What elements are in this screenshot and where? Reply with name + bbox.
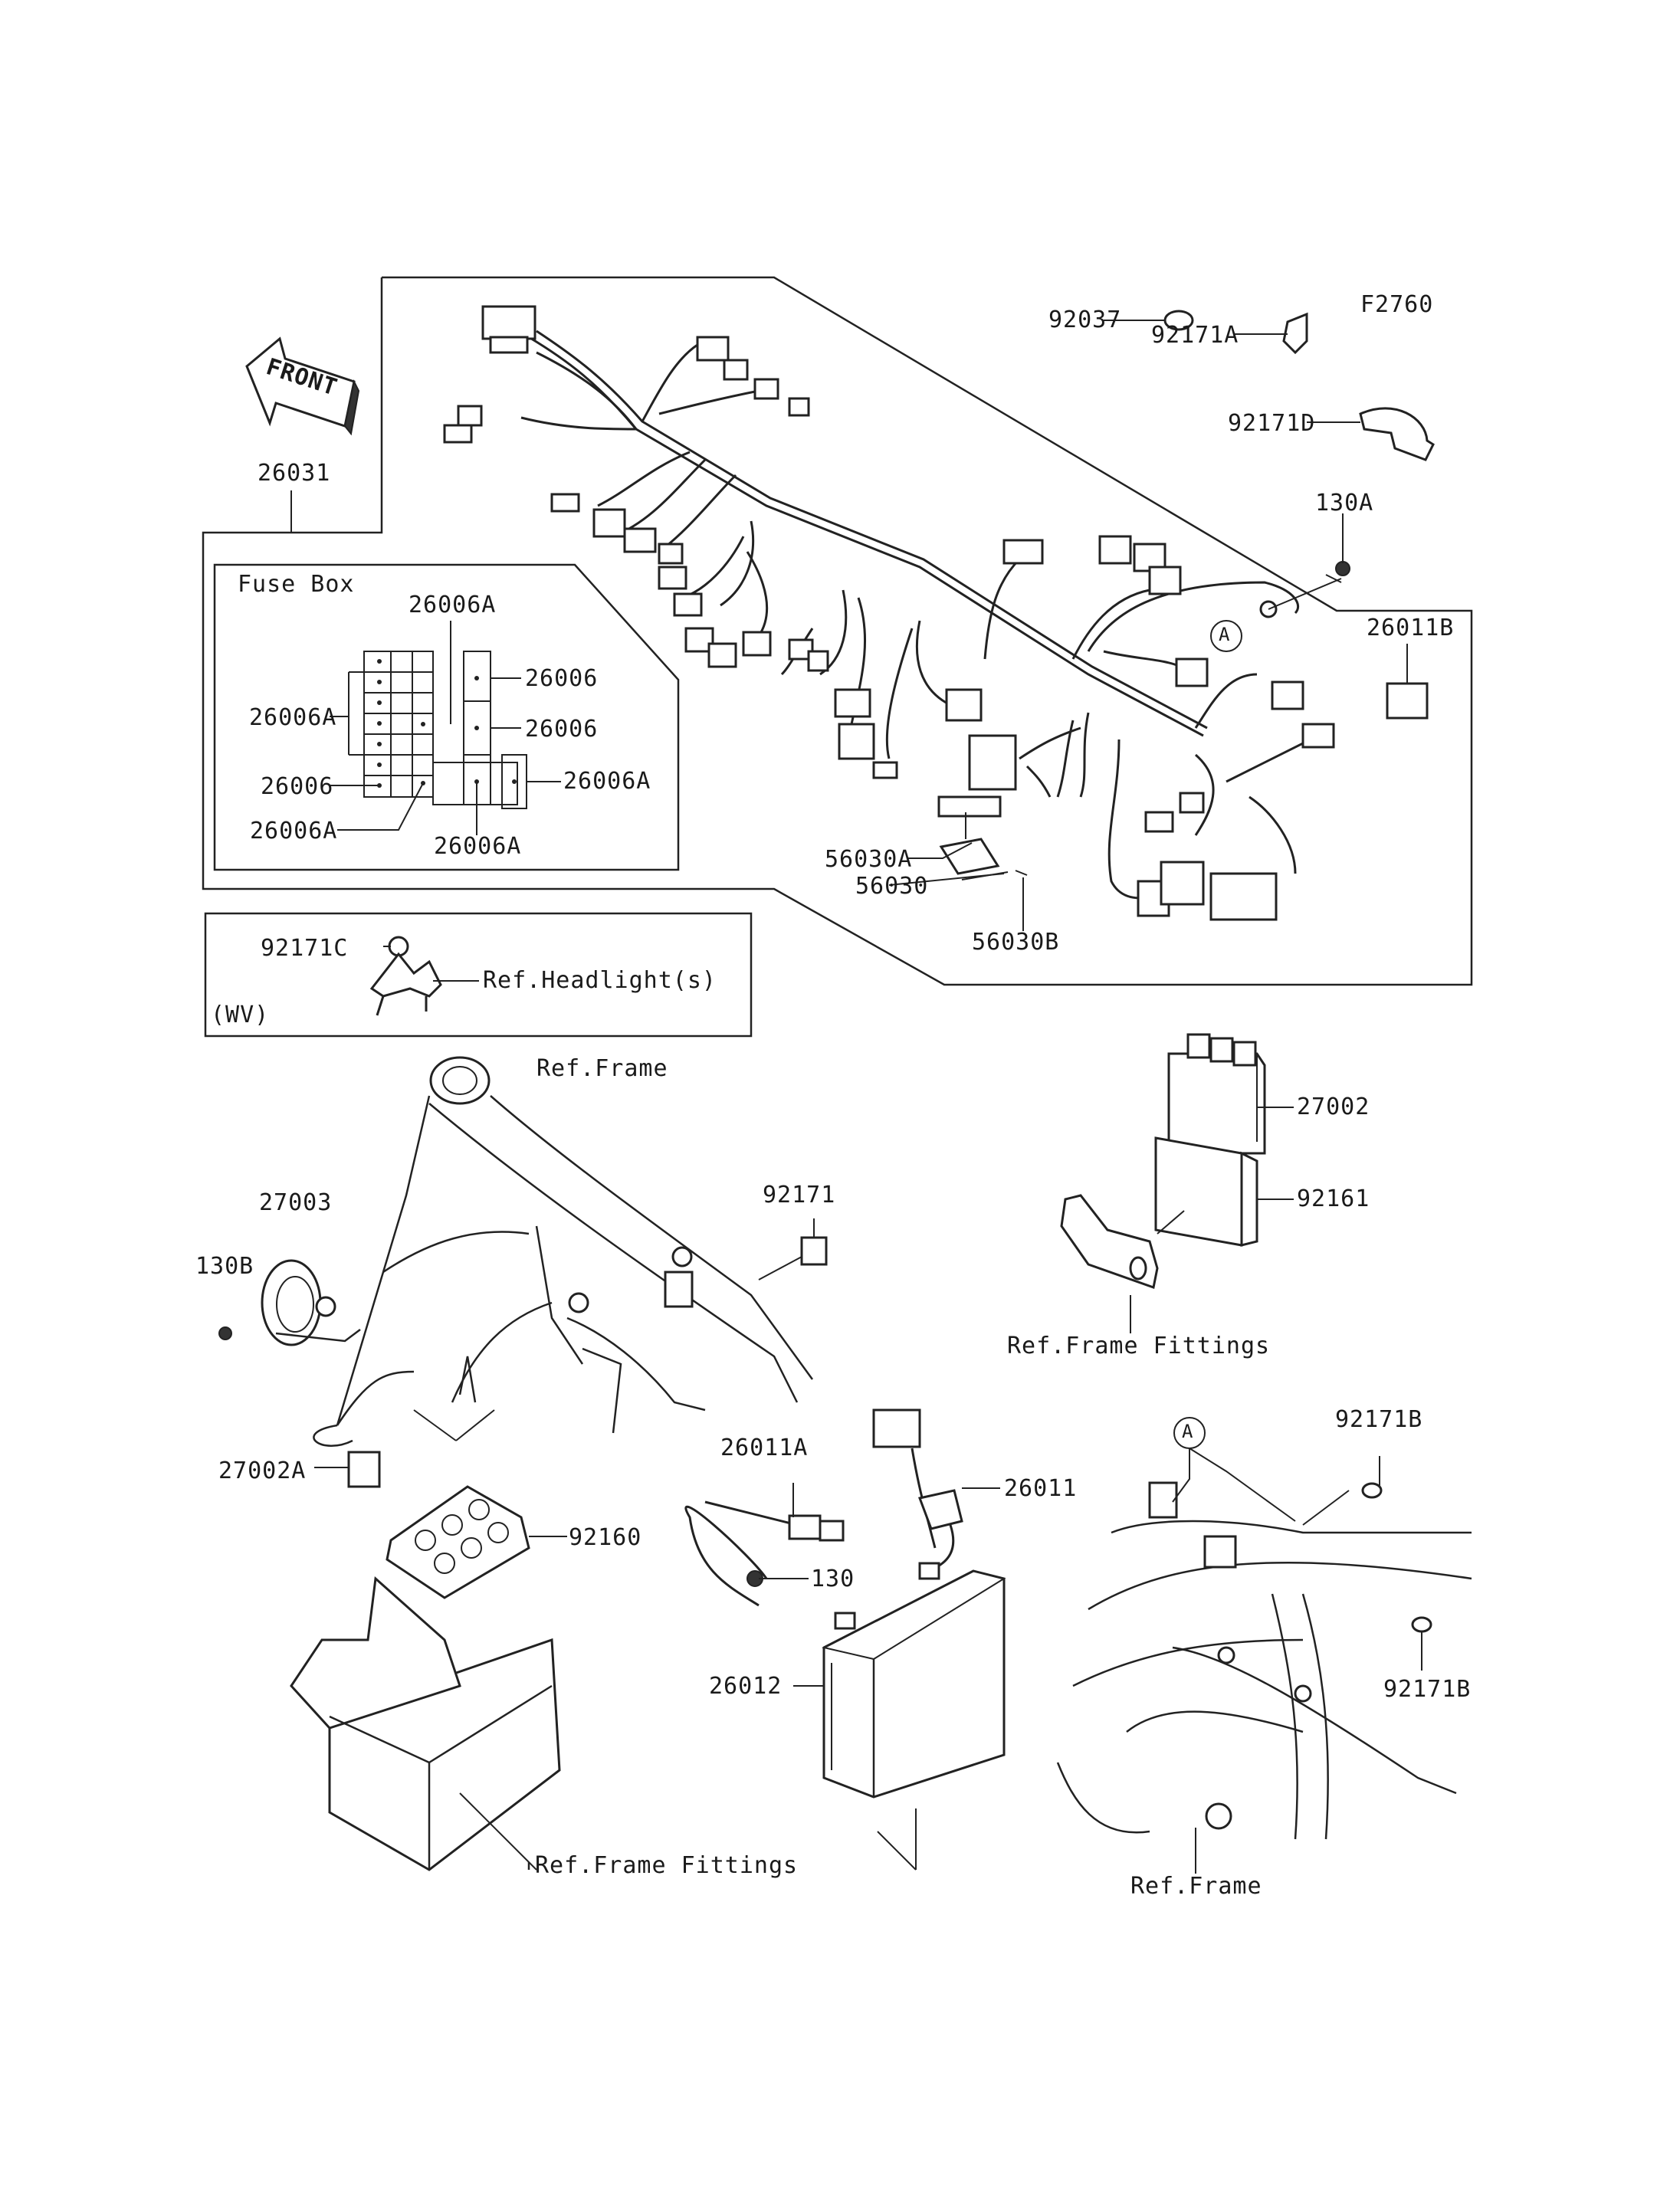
part-label-92171A: 92171A — [1151, 322, 1239, 349]
fuse-label-26006A-top: 26006A — [409, 592, 497, 618]
fuse-label-26006A-bottom: 26006A — [434, 833, 522, 860]
horn-27003-drawing — [218, 1259, 361, 1346]
part-label-92161: 92161 — [1297, 1185, 1370, 1212]
part-label-92171: 92171 — [763, 1182, 836, 1208]
rear-frame-drawing — [1056, 1448, 1472, 1874]
cable-26011-drawing — [872, 1408, 1000, 1572]
wv-variant-label: (WV) — [211, 1002, 270, 1028]
fuse-label-26006A-right: 26006A — [563, 768, 651, 795]
fuse-label-26006-2: 26006 — [525, 716, 599, 743]
ecu-27002-drawing — [1167, 1033, 1266, 1155]
callout-a-bottom: A — [1182, 1421, 1194, 1442]
part-label-27002A: 27002A — [218, 1458, 307, 1484]
frame-steering-head-drawing — [313, 1056, 814, 1447]
wv-headlight-bracket-drawing — [369, 936, 479, 1016]
part-label-56030B: 56030B — [972, 929, 1060, 956]
ref-frame-bottom-right: Ref.Frame — [1130, 1873, 1262, 1900]
bolt-130A — [1335, 561, 1350, 576]
cable-26011A-drawing — [684, 1483, 845, 1607]
fuse-box-outline — [213, 563, 680, 871]
part-label-130B: 130B — [195, 1253, 254, 1280]
fuse-box-title: Fuse Box — [238, 571, 355, 598]
wiring-harness-drawing — [443, 305, 1429, 921]
wv-ref-headlight: Ref.Headlight(s) — [483, 967, 717, 994]
right-section-leaders — [1130, 1107, 1294, 1333]
callout-a-top: A — [1219, 624, 1231, 645]
part-label-27002: 27002 — [1297, 1094, 1370, 1120]
part-label-26031: 26031 — [258, 460, 331, 487]
part-label-26011: 26011 — [1004, 1475, 1078, 1502]
relay-27002A-drawing — [314, 1451, 381, 1488]
wv-box-outline — [204, 912, 753, 1038]
ref-frame-top: Ref.Frame — [536, 1055, 668, 1082]
rubber-case-92161-drawing — [1154, 1136, 1258, 1247]
part-label-27003: 27003 — [259, 1189, 333, 1216]
part-label-92171B-bottom: 92171B — [1383, 1676, 1472, 1703]
fuse-label-26006A-bottom-left: 26006A — [250, 818, 338, 844]
part-label-26011B: 26011B — [1367, 615, 1455, 641]
wv-part-label-92171C: 92171C — [261, 935, 349, 962]
fuse-label-26006-1: 26006 — [525, 665, 599, 692]
figure-code: F2760 — [1360, 291, 1434, 318]
part-label-26012: 26012 — [709, 1673, 783, 1700]
clip-92171-drawing — [758, 1218, 828, 1280]
part-label-56030: 56030 — [855, 873, 929, 900]
callout-a-circle-top — [1210, 620, 1242, 652]
fuse-block-drawing — [348, 651, 527, 809]
battery-26012-drawing — [793, 1562, 1006, 1871]
front-arrow-icon — [245, 336, 360, 436]
clip-92171A — [1282, 312, 1308, 355]
ref-frame-fittings-bottom: Ref.Frame Fittings — [535, 1852, 799, 1879]
fuse-box-leaders — [330, 621, 561, 835]
part-label-92037: 92037 — [1048, 307, 1122, 333]
part-label-130: 130 — [811, 1566, 855, 1592]
label-56030A-part — [939, 838, 1000, 875]
part-label-56030A: 56030A — [825, 846, 913, 873]
part-label-92171D: 92171D — [1228, 410, 1316, 437]
part-label-130A: 130A — [1315, 490, 1374, 516]
harness-leaders — [290, 320, 1408, 931]
part-label-92171B-top: 92171B — [1335, 1406, 1423, 1433]
battery-cover-92160-drawing — [386, 1485, 567, 1599]
ref-frame-fittings-right: Ref.Frame Fittings — [1007, 1333, 1271, 1359]
clamp-92171D — [1359, 407, 1435, 461]
harness-group-outline — [202, 276, 1473, 986]
part-label-26011A: 26011A — [720, 1435, 809, 1461]
fuse-label-26006A-left: 26006A — [249, 704, 337, 731]
part-label-92160: 92160 — [569, 1524, 642, 1551]
frame-fitting-bracket-drawing — [1060, 1194, 1159, 1289]
battery-case-drawing — [290, 1409, 561, 1871]
fuse-label-26006-left: 26006 — [261, 773, 334, 800]
